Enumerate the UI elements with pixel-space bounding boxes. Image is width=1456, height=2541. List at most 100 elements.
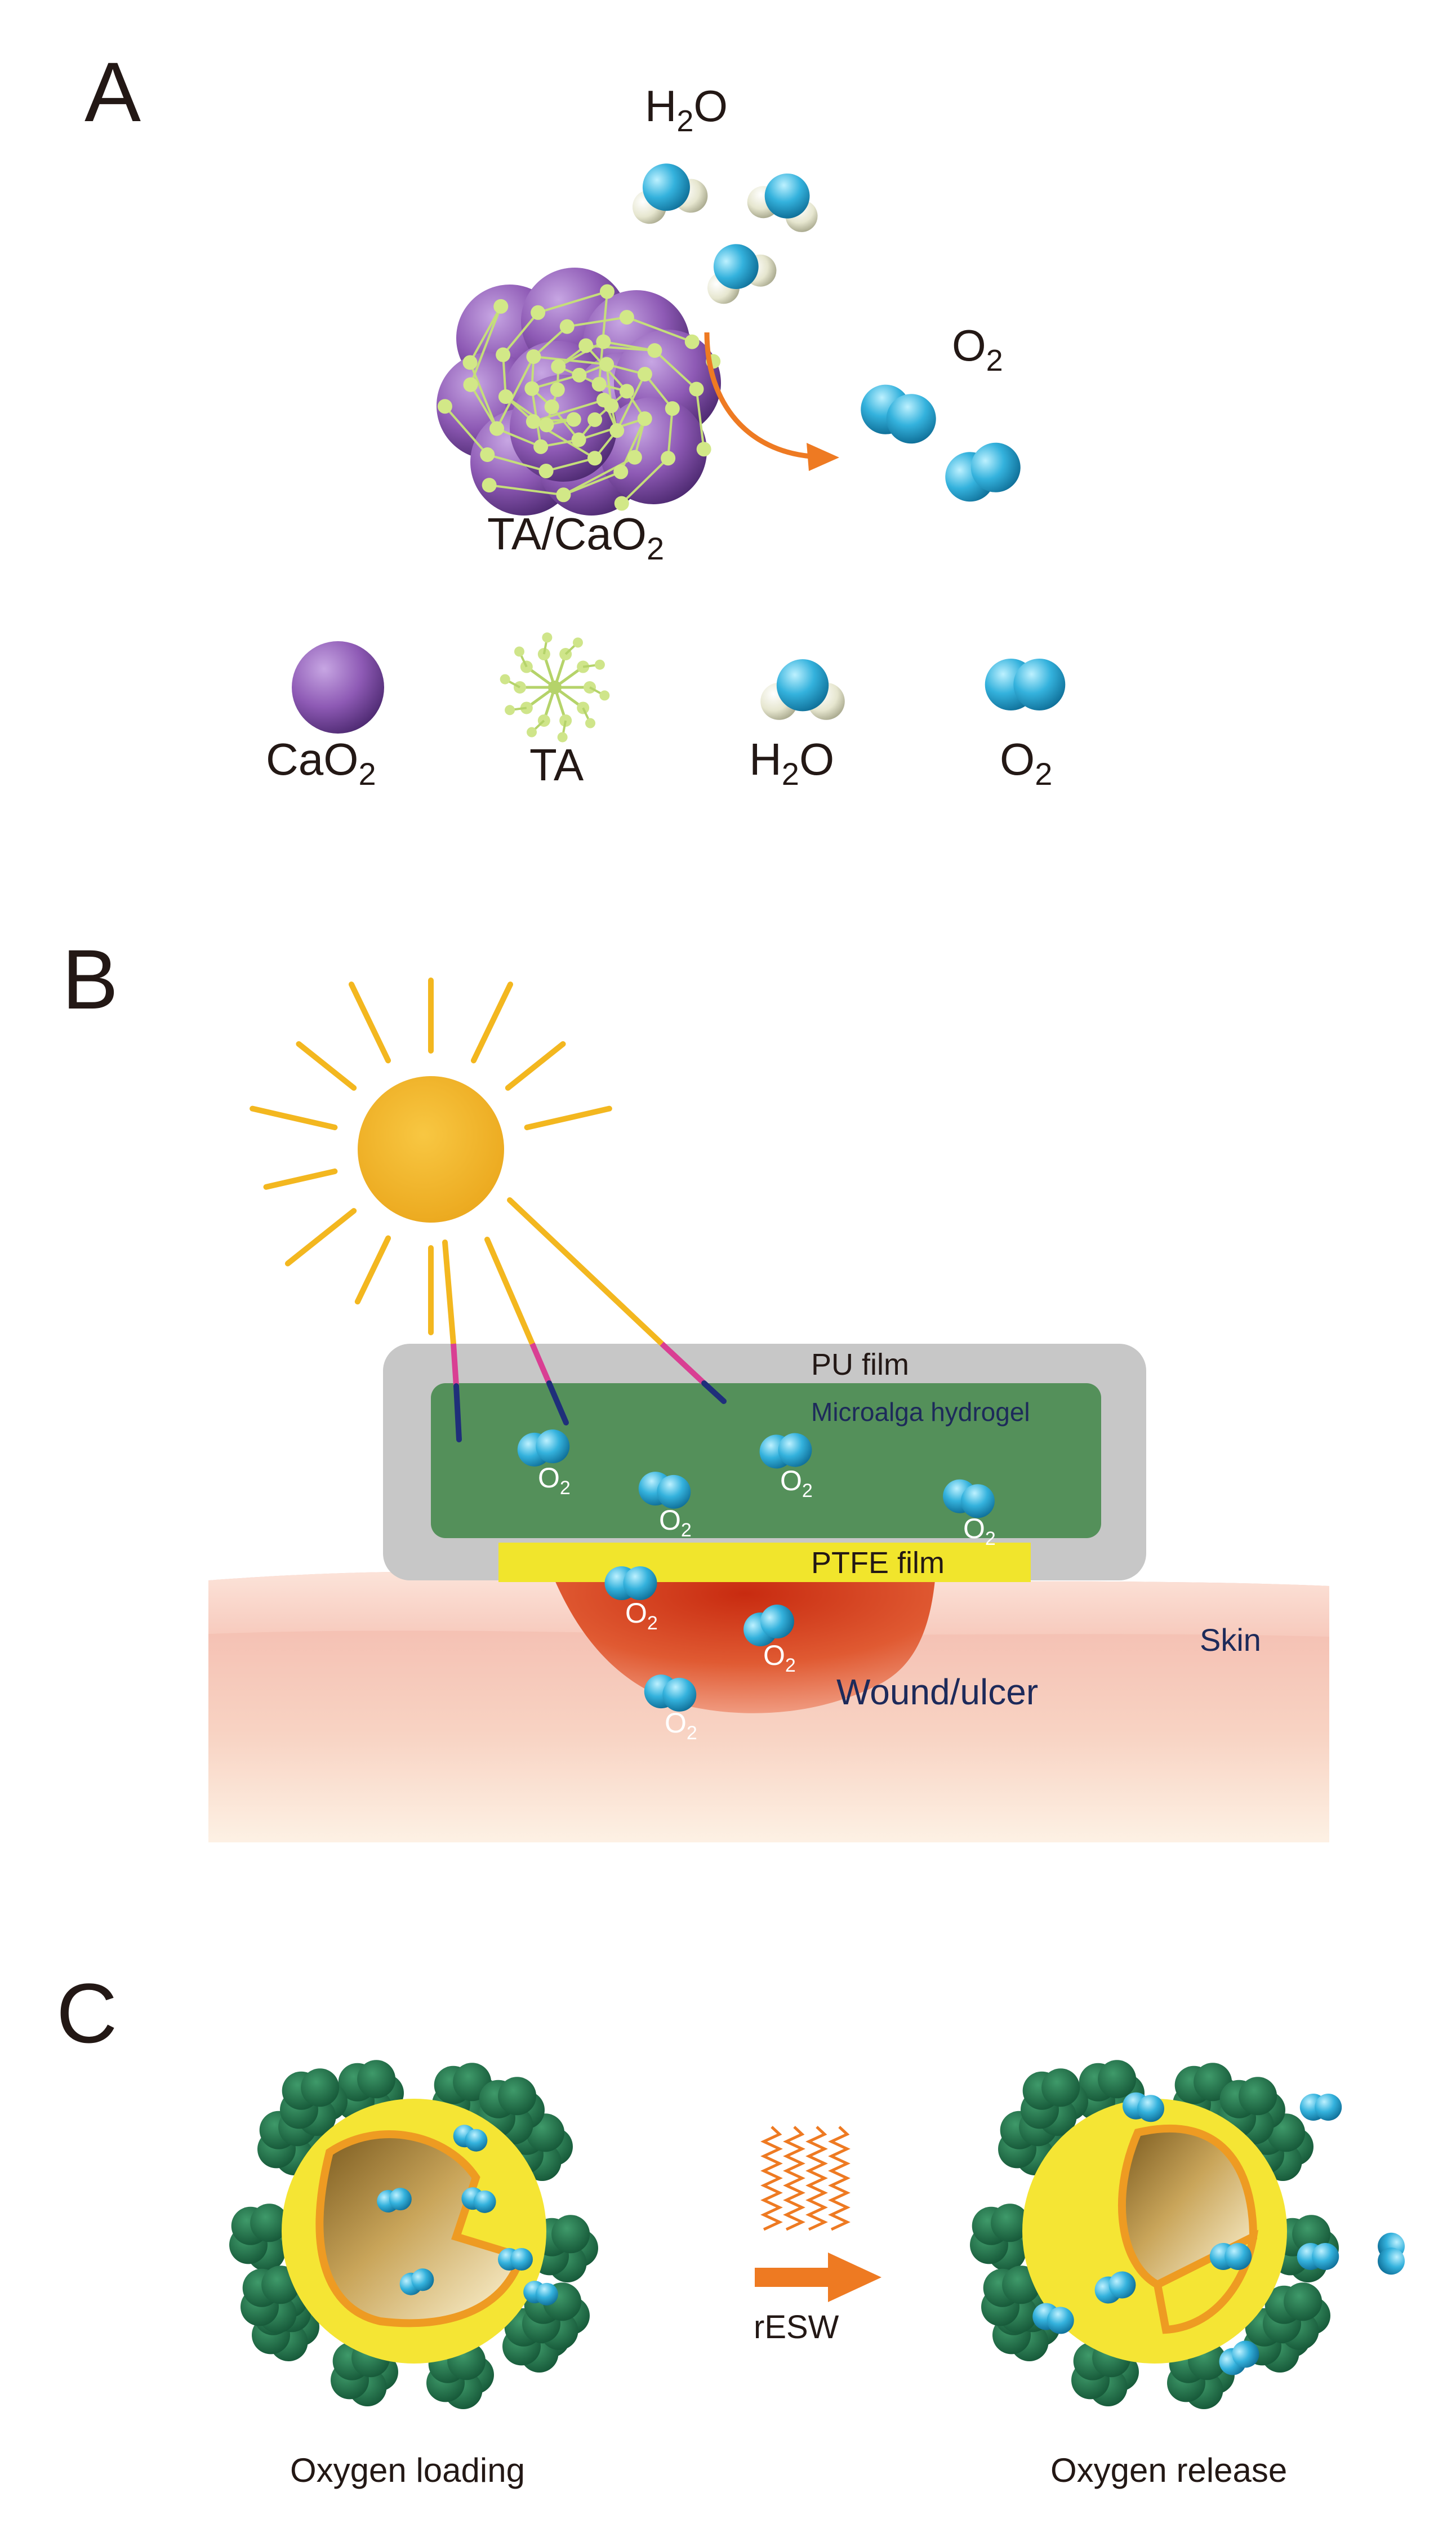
legend-label-cao2: CaO2 <box>266 734 376 792</box>
legend-label-oxygen: O2 <box>1000 734 1052 792</box>
oxygen-label-small: O2 <box>659 1504 692 1541</box>
oxygen-label-small: O2 <box>780 1465 813 1501</box>
water-molecule <box>707 244 777 304</box>
oxygen-molecule-icon <box>985 659 1066 710</box>
sun-ray <box>524 1105 612 1131</box>
skin-label: Skin <box>1200 1622 1261 1658</box>
water-label: H2O <box>645 81 728 138</box>
wave-line <box>805 2126 828 2231</box>
legend-label-ta: TA <box>529 740 584 790</box>
water-molecule <box>760 659 845 720</box>
sun-ray <box>470 981 514 1064</box>
stimulus-arrow <box>755 2253 881 2302</box>
tannic-acid-icon <box>500 632 610 743</box>
algae-cluster <box>357 2060 396 2099</box>
sun-ray <box>263 1168 338 1190</box>
oxygen-label-small: O2 <box>625 1597 658 1634</box>
oxygen-label: O2 <box>952 321 1003 377</box>
oxygen-molecule <box>1032 2303 1074 2334</box>
oxygen-molecule <box>523 2281 558 2305</box>
water-molecules <box>632 163 818 304</box>
panel-c: C rESW Oxygen loading Oxygen release <box>56 1966 1405 2489</box>
oxygen-molecule <box>453 2125 488 2152</box>
ptfe-film <box>498 1543 1031 1582</box>
oxygen-molecule <box>1297 2243 1339 2270</box>
algae-cluster <box>991 2204 1030 2242</box>
oxygen-molecule <box>1094 2271 1136 2304</box>
oxygen-molecule <box>498 2248 533 2271</box>
panel-a-letter: A <box>84 45 141 139</box>
capsule-cavity <box>315 2130 526 2327</box>
oxygen-molecule <box>461 2187 496 2213</box>
algae-cluster <box>498 2077 537 2116</box>
wave-line <box>760 2126 783 2231</box>
ptfe-film-label: PTFE film <box>811 1546 945 1580</box>
oxygen-molecule <box>945 442 1021 502</box>
sun-ray <box>250 1105 338 1131</box>
oxygen-molecule <box>743 1605 794 1646</box>
oxygen-molecule <box>1123 2092 1164 2122</box>
oxygen-molecule <box>1299 2094 1342 2121</box>
shock-wave-icon <box>760 2126 851 2231</box>
oxygen-loaded-nanocarrier <box>229 2060 598 2409</box>
oxygen-label-small: O2 <box>538 1462 571 1499</box>
algae-cluster <box>1284 2282 1323 2321</box>
wave-line <box>783 2126 805 2231</box>
water-molecule <box>747 173 818 232</box>
panel-b-letter: B <box>62 932 118 1027</box>
sun-ray <box>284 1208 357 1267</box>
oxygen-molecule <box>943 1479 995 1518</box>
oxygen-molecule <box>638 1472 691 1509</box>
right-caption: Oxygen release <box>1050 2451 1287 2489</box>
cao2-sphere <box>600 397 707 504</box>
sun-icon <box>250 978 612 1335</box>
oxygen-molecule <box>517 1429 570 1467</box>
oxygen-label-small: O2 <box>963 1513 996 1549</box>
oxygen-molecule <box>399 2268 434 2295</box>
oxygen-molecule <box>759 1433 812 1469</box>
sun-ray <box>505 1041 566 1091</box>
oxygen-molecules <box>861 384 1021 502</box>
cao2-sphere-icon <box>292 641 384 734</box>
panel-a: A H2O O2 TA/CaO2 CaO2 TA H2O <box>84 45 1066 792</box>
oxygen-molecule <box>861 384 936 444</box>
stimulus-label: rESW <box>754 2309 839 2345</box>
oxygen-molecule <box>377 2188 412 2213</box>
wound-label: Wound/ulcer <box>836 1672 1038 1712</box>
oxygen-releasing-nanocarrier <box>970 2060 1405 2409</box>
oxygen-label-small: O2 <box>763 1640 796 1676</box>
algae-cluster <box>1292 2215 1331 2254</box>
algae-cluster <box>1041 2068 1080 2107</box>
oxygen-label-small: O2 <box>665 1707 697 1744</box>
panel-c-letter: C <box>56 1966 117 2060</box>
algae-cluster <box>1239 2077 1277 2116</box>
pu-film-label: PU film <box>811 1348 909 1381</box>
left-caption: Oxygen loading <box>290 2451 525 2489</box>
water-molecule-icon <box>760 659 845 720</box>
oxygen-molecule <box>1209 2243 1252 2270</box>
algae-cluster <box>301 2068 340 2107</box>
algae-cluster <box>551 2215 590 2254</box>
sun-ray <box>348 981 391 1064</box>
oxygen-molecule <box>644 1674 697 1712</box>
particle-label: TA/CaO2 <box>487 509 664 566</box>
algae-cluster <box>1098 2060 1137 2099</box>
wave-line <box>828 2126 851 2231</box>
sun-ray <box>354 1235 391 1305</box>
ta-cao2-particle <box>437 268 721 516</box>
oxygen-molecule <box>1378 2232 1405 2275</box>
oxygen-molecule <box>1219 2340 1259 2375</box>
reaction-arrow <box>704 332 839 471</box>
legend: CaO2 TA H2O O2 <box>266 632 1066 792</box>
water-molecule <box>632 163 708 224</box>
oxygen-molecule <box>604 1566 657 1600</box>
light-beams <box>442 1197 727 1442</box>
panel-b: B PU film Mic <box>62 932 1329 1842</box>
oxygen-molecule <box>985 659 1066 710</box>
legend-label-water: H2O <box>749 734 834 792</box>
sun-ray <box>296 1041 357 1091</box>
algae-cluster <box>250 2204 289 2242</box>
hydrogel-label: Microalga hydrogel <box>811 1397 1030 1427</box>
